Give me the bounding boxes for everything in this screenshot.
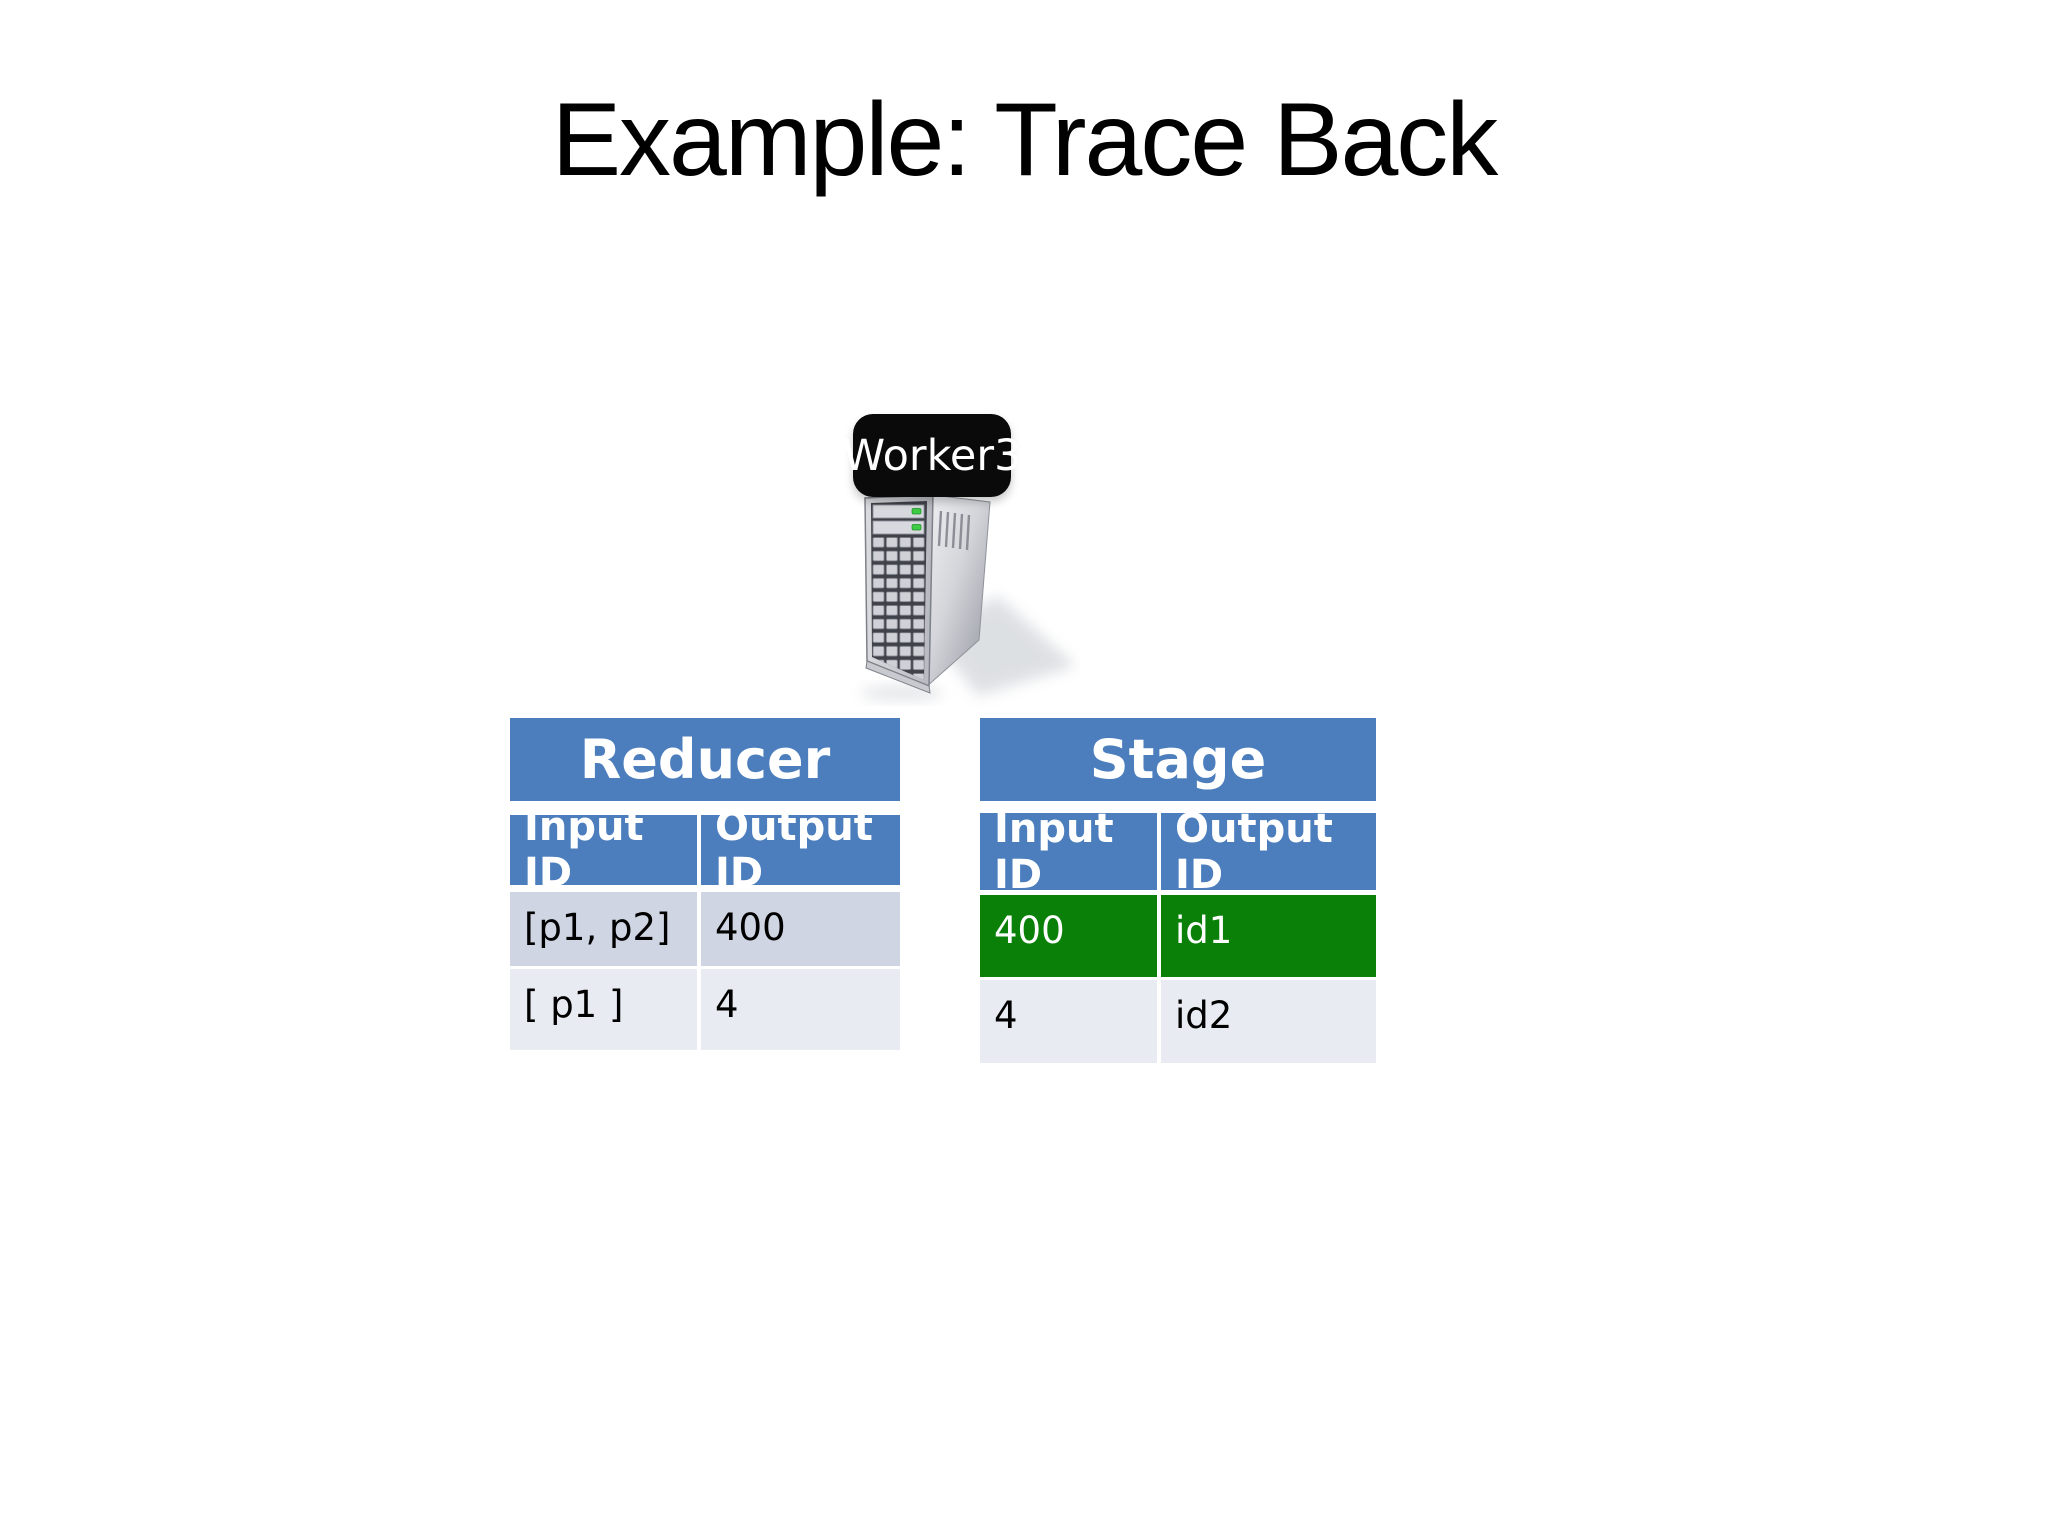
stage-col-header-output: Output ID [1161, 806, 1376, 898]
stage-col-header-input: Input ID [980, 806, 1157, 898]
reducer-col-header-input: Input ID [510, 804, 697, 896]
table-row: [p1, p2] 400 [510, 892, 900, 966]
server-tower-icon [860, 494, 1076, 700]
table-row: [ p1 ] 4 [510, 969, 900, 1050]
reducer-row2-output: 4 [701, 969, 900, 1050]
table-row: 4 id2 [980, 980, 1376, 1063]
reducer-row1-output: 400 [701, 892, 900, 966]
reducer-header-row: Input ID Output ID [510, 804, 900, 896]
stage-row2-output: id2 [1161, 980, 1376, 1063]
stage-row1-output: id1 [1161, 895, 1376, 977]
reducer-row1-input: [p1, p2] [510, 892, 697, 966]
page-title: Example: Trace Back [551, 82, 1499, 198]
reducer-table: Reducer Input ID Output ID [p1, p2] 400 … [510, 718, 900, 1050]
worker-label-text: Worker3 [842, 430, 1022, 481]
stage-row2-input: 4 [980, 980, 1157, 1063]
worker-label: Worker3 [843, 414, 1021, 497]
stage-table-title: Stage [980, 718, 1376, 801]
reducer-col-header-output: Output ID [701, 804, 900, 896]
reducer-table-title: Reducer [510, 718, 900, 801]
stage-table: Stage Input ID Output ID 400 id1 4 id2 [980, 718, 1376, 1063]
table-row-highlighted: 400 id1 [980, 895, 1376, 977]
stage-row1-input: 400 [980, 895, 1157, 977]
stage-header-row: Input ID Output ID [980, 806, 1376, 898]
reducer-row2-input: [ p1 ] [510, 969, 697, 1050]
